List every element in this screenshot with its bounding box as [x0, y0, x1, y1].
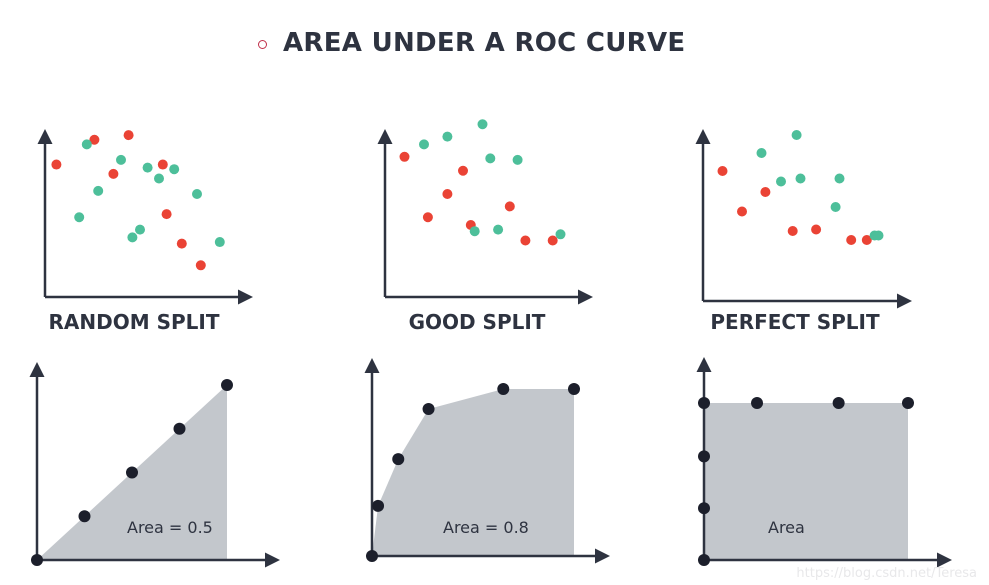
perfect-split-label: PERFECT SPLIT — [710, 310, 880, 334]
perfect-red-point — [811, 224, 822, 235]
random-green-point — [154, 173, 164, 184]
good-roc-point — [372, 499, 385, 512]
good-roc-point — [392, 453, 405, 466]
perfect-green-point — [795, 173, 806, 184]
perfect-green-point — [830, 202, 841, 212]
random-roc-curve — [29, 362, 280, 568]
random-green-point — [142, 162, 153, 173]
random-red-point — [123, 130, 134, 141]
bullet-icon — [258, 39, 267, 49]
perfect-green-point — [776, 176, 786, 187]
good-roc-point — [422, 403, 435, 416]
random-roc-point — [221, 379, 233, 391]
good-red-point — [399, 151, 410, 162]
perfect-roc-point — [698, 450, 710, 463]
watermark: https://blog.csdn.net/Teresa — [796, 566, 977, 581]
header: AREA UNDER A ROC CURVE — [258, 26, 686, 60]
random-green-point — [116, 154, 126, 165]
perfect-red-point — [760, 187, 771, 197]
good-roc-point — [366, 550, 378, 562]
random-red-point — [157, 159, 168, 170]
perfect-red-point — [861, 235, 872, 245]
perfect-green-point — [873, 230, 884, 241]
good-red-point — [442, 189, 453, 199]
random-red-point — [161, 209, 172, 220]
perfect-green-point — [834, 173, 845, 184]
good-scatter-plot — [377, 119, 593, 305]
random-green-point — [169, 164, 180, 175]
random-roc-point — [126, 466, 138, 479]
good-red-point — [504, 201, 515, 212]
random-green-point — [192, 189, 202, 199]
random-green-point — [127, 232, 138, 243]
good-roc-curve — [364, 358, 610, 564]
perfect-roc-point — [902, 397, 914, 409]
perfect-green-point — [756, 148, 767, 158]
good-roc-point — [497, 383, 510, 395]
good-red-point — [422, 212, 433, 223]
random-scatter-plot — [37, 129, 253, 305]
perfect-roc-point — [698, 554, 710, 566]
perfect-roc-area — [704, 403, 908, 560]
random-red-point — [89, 134, 100, 145]
random-roc-point — [173, 422, 186, 435]
page-title: AREA UNDER A ROC CURVE — [283, 28, 686, 58]
good-green-point — [493, 224, 504, 235]
perfect-red-point — [846, 235, 857, 245]
good-green-point — [477, 119, 488, 130]
random-red-point — [108, 168, 119, 179]
perfect-roc-point — [698, 397, 710, 409]
random-area-label: Area = 0.5 — [127, 518, 213, 537]
random-green-point — [93, 185, 104, 196]
perfect-red-point — [717, 166, 728, 176]
good-green-point — [555, 229, 566, 240]
random-red-point — [51, 159, 62, 170]
good-roc-area — [372, 389, 574, 556]
good-red-point — [547, 235, 558, 246]
good-green-point — [469, 226, 480, 237]
random-green-point — [81, 139, 92, 150]
random-roc-point — [31, 554, 43, 566]
random-red-point — [176, 238, 187, 249]
perfect-red-point — [787, 226, 798, 236]
perfect-area-label: Area — [768, 518, 805, 537]
good-green-point — [512, 154, 523, 165]
random-roc-point — [78, 510, 91, 523]
perfect-scatter-plot — [695, 129, 912, 309]
perfect-roc-point — [698, 502, 710, 515]
good-green-point — [485, 153, 496, 164]
perfect-roc-point — [832, 397, 845, 409]
random-green-point — [214, 237, 225, 248]
good-roc-point — [568, 383, 580, 395]
random-split-label: RANDOM SPLIT — [48, 310, 220, 334]
perfect-red-point — [737, 206, 747, 217]
good-area-label: Area = 0.8 — [443, 518, 529, 537]
good-split-label: GOOD SPLIT — [408, 310, 546, 334]
random-red-point — [195, 260, 206, 271]
perfect-green-point — [791, 130, 802, 140]
perfect-roc-point — [751, 397, 764, 409]
perfect-roc-curve — [696, 357, 952, 568]
good-red-point — [458, 165, 468, 176]
good-green-point — [442, 131, 453, 142]
good-red-point — [520, 235, 531, 246]
good-green-point — [419, 139, 429, 150]
random-green-point — [74, 212, 85, 223]
random-green-point — [135, 224, 145, 235]
